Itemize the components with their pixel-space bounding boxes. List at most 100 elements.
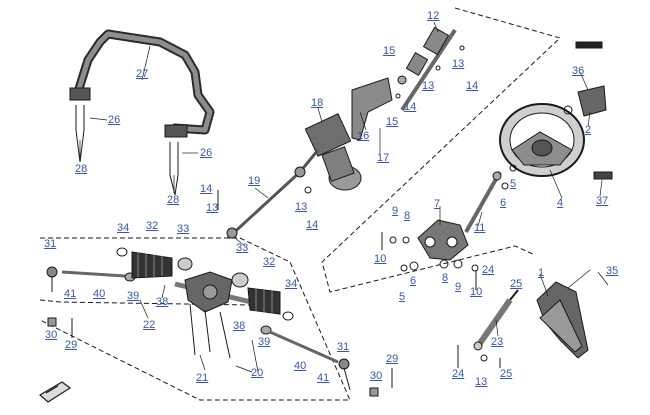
callout-24b[interactable]: 24 (452, 368, 465, 380)
bushing-6b (409, 261, 419, 271)
boot-clamp-33b (231, 272, 249, 288)
boot-clamp-34a (116, 247, 128, 257)
nut-5a (509, 164, 517, 172)
eps-motor-assembly (304, 113, 362, 191)
callout-15a[interactable]: 15 (383, 45, 396, 57)
callout-29b[interactable]: 29 (386, 353, 399, 365)
callout-21[interactable]: 21 (196, 372, 209, 384)
column-support-bracket (417, 219, 469, 261)
callout-32a[interactable]: 32 (146, 220, 159, 232)
nut-8b (439, 259, 449, 269)
callout-33b[interactable]: 33 (236, 242, 249, 254)
callout-30a[interactable]: 30 (45, 329, 58, 341)
callout-27[interactable]: 27 (136, 68, 149, 80)
callout-13b[interactable]: 13 (422, 80, 435, 92)
steering-rack-group-boundary-edge (39, 299, 251, 306)
callout-12[interactable]: 12 (427, 10, 440, 22)
callout-41a[interactable]: 41 (64, 288, 77, 300)
tie-rod-end-right (338, 358, 379, 397)
callout-38b[interactable]: 38 (233, 320, 246, 332)
front-direction-arrow (38, 381, 72, 403)
callout-28a[interactable]: 28 (75, 163, 88, 175)
callout-7[interactable]: 7 (434, 198, 441, 210)
washer-5b (400, 264, 408, 272)
inner-tie-rod-left (61, 270, 126, 278)
callout-25b[interactable]: 25 (500, 368, 513, 380)
callout-24a[interactable]: 24 (482, 264, 495, 276)
callout-18[interactable]: 18 (311, 97, 324, 109)
horn-badge (575, 41, 603, 49)
callout-41b[interactable]: 41 (317, 372, 330, 384)
callout-16[interactable]: 16 (357, 130, 370, 142)
tilt-strut (473, 289, 519, 351)
upper-steering-column (395, 26, 465, 112)
inner-tie-rod-right (269, 330, 339, 364)
callout-13a[interactable]: 13 (452, 58, 465, 70)
callout-34a[interactable]: 34 (117, 222, 130, 234)
steering-wheel (499, 103, 585, 177)
callout-4[interactable]: 4 (557, 197, 564, 209)
callout-33a[interactable]: 33 (177, 223, 190, 235)
callout-32b[interactable]: 32 (263, 256, 276, 268)
callout-22[interactable]: 22 (143, 319, 156, 331)
jam-nut-39b (260, 325, 272, 335)
rack-housing (174, 271, 269, 359)
boot-clamp-33a (177, 257, 193, 271)
callout-13e[interactable]: 13 (475, 376, 488, 388)
callout-36[interactable]: 36 (572, 65, 585, 77)
callout-17[interactable]: 17 (377, 152, 390, 164)
callout-26b[interactable]: 26 (200, 147, 213, 159)
callout-19[interactable]: 19 (248, 175, 261, 187)
callout-13d[interactable]: 13 (295, 201, 308, 213)
cover-washer (563, 105, 573, 115)
callout-6b[interactable]: 6 (410, 275, 417, 287)
callout-10a[interactable]: 10 (374, 253, 387, 265)
callout-5a[interactable]: 5 (510, 178, 517, 190)
callout-11[interactable]: 11 (474, 222, 486, 234)
callout-26a[interactable]: 26 (108, 114, 121, 126)
callout-31b[interactable]: 31 (337, 341, 350, 353)
callout-40a[interactable]: 40 (93, 288, 106, 300)
callout-15b[interactable]: 15 (386, 116, 399, 128)
steering-column-group-boundary (321, 7, 561, 293)
rack-boot-right (247, 287, 281, 315)
callout-39b[interactable]: 39 (258, 336, 271, 348)
callout-8b[interactable]: 8 (442, 272, 449, 284)
callout-28b[interactable]: 28 (167, 194, 180, 206)
callout-20[interactable]: 20 (251, 367, 264, 379)
callout-29a[interactable]: 29 (65, 339, 78, 351)
column-bracket (351, 77, 393, 141)
callout-13c[interactable]: 13 (206, 202, 219, 214)
callout-10b[interactable]: 10 (470, 286, 483, 298)
universal-joint-upper (294, 166, 306, 178)
callout-2[interactable]: 2 (585, 124, 592, 136)
callout-6a[interactable]: 6 (500, 197, 507, 209)
callout-1[interactable]: 1 (538, 267, 545, 279)
callout-5b[interactable]: 5 (399, 291, 406, 303)
callout-25a[interactable]: 25 (510, 278, 523, 290)
callout-14a[interactable]: 14 (466, 80, 479, 92)
callout-39a[interactable]: 39 (127, 290, 140, 302)
callout-9b[interactable]: 9 (455, 281, 462, 293)
washer-9a (389, 236, 397, 244)
callout-37[interactable]: 37 (596, 195, 609, 207)
washer-6a (501, 182, 509, 190)
callout-34b[interactable]: 34 (285, 278, 298, 290)
callout-14d[interactable]: 14 (306, 219, 319, 231)
callout-38a[interactable]: 38 (156, 296, 169, 308)
callout-40b[interactable]: 40 (294, 360, 307, 372)
callout-14b[interactable]: 14 (404, 101, 417, 113)
callout-9a[interactable]: 9 (392, 205, 399, 217)
boot-clamp-34b (282, 311, 294, 321)
callout-30b[interactable]: 30 (370, 370, 383, 382)
callout-23[interactable]: 23 (491, 336, 504, 348)
hub-cover (577, 85, 607, 117)
lower-steering-column (464, 171, 502, 233)
steering-rack-group-boundary (39, 237, 351, 401)
callout-14c[interactable]: 14 (200, 183, 213, 195)
callout-35[interactable]: 35 (606, 265, 619, 277)
callout-8a[interactable]: 8 (404, 210, 411, 222)
callout-31a[interactable]: 31 (44, 238, 57, 250)
intermediate-steering-shaft (226, 149, 320, 240)
